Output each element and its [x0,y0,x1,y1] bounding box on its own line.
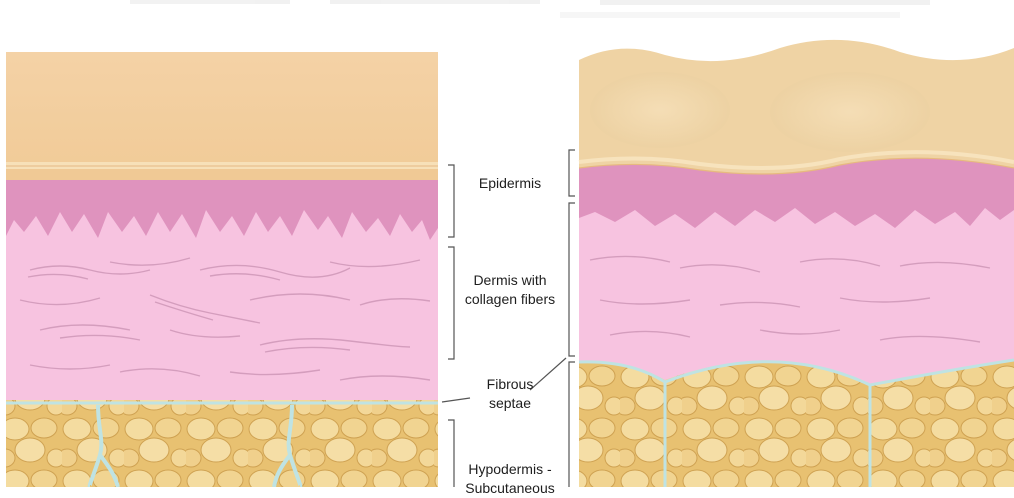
left-panel-normal-skin [6,52,438,489]
right-dermis-boundary [578,358,1014,387]
left-hypodermis [6,398,438,487]
right-panel-cellulite-skin [578,39,1014,487]
right-dermis [579,190,1014,385]
septae-label-line2: septae [488,395,532,411]
right-label-brackets [568,149,575,487]
right-hypodermis [579,355,1014,487]
dermis-label-line1: Dermis with [473,272,547,288]
left-label-brackets [448,164,455,487]
dermis-label-line2: collagen fibers [464,291,556,307]
hypodermis-label-line1: Hypodermis - [468,461,552,477]
hypodermis-label: Hypodermis - Subcutaneous [452,460,568,498]
faded-header-remnant [130,0,930,18]
dermis-label: Dermis with collagen fibers [450,271,570,309]
left-septae [87,404,303,489]
fibrous-septae-label: Fibrous septae [460,375,560,413]
septae-label-line1: Fibrous [486,376,534,392]
left-epidermis [6,180,438,240]
left-surface-layer [6,52,438,168]
diagram-canvas [6,0,1014,489]
left-collagen-fibers [19,257,431,381]
right-septae [663,382,872,487]
hypodermis-label-line2: Subcutaneous [465,480,555,496]
right-collagen-fibers [589,255,991,343]
septae-pointer-lines [441,357,567,403]
right-epidermis [579,158,1014,228]
epidermis-label: Epidermis [478,175,542,191]
skin-cross-section-diagram: Epidermis Dermis with collagen fibers Fi… [6,0,1014,496]
